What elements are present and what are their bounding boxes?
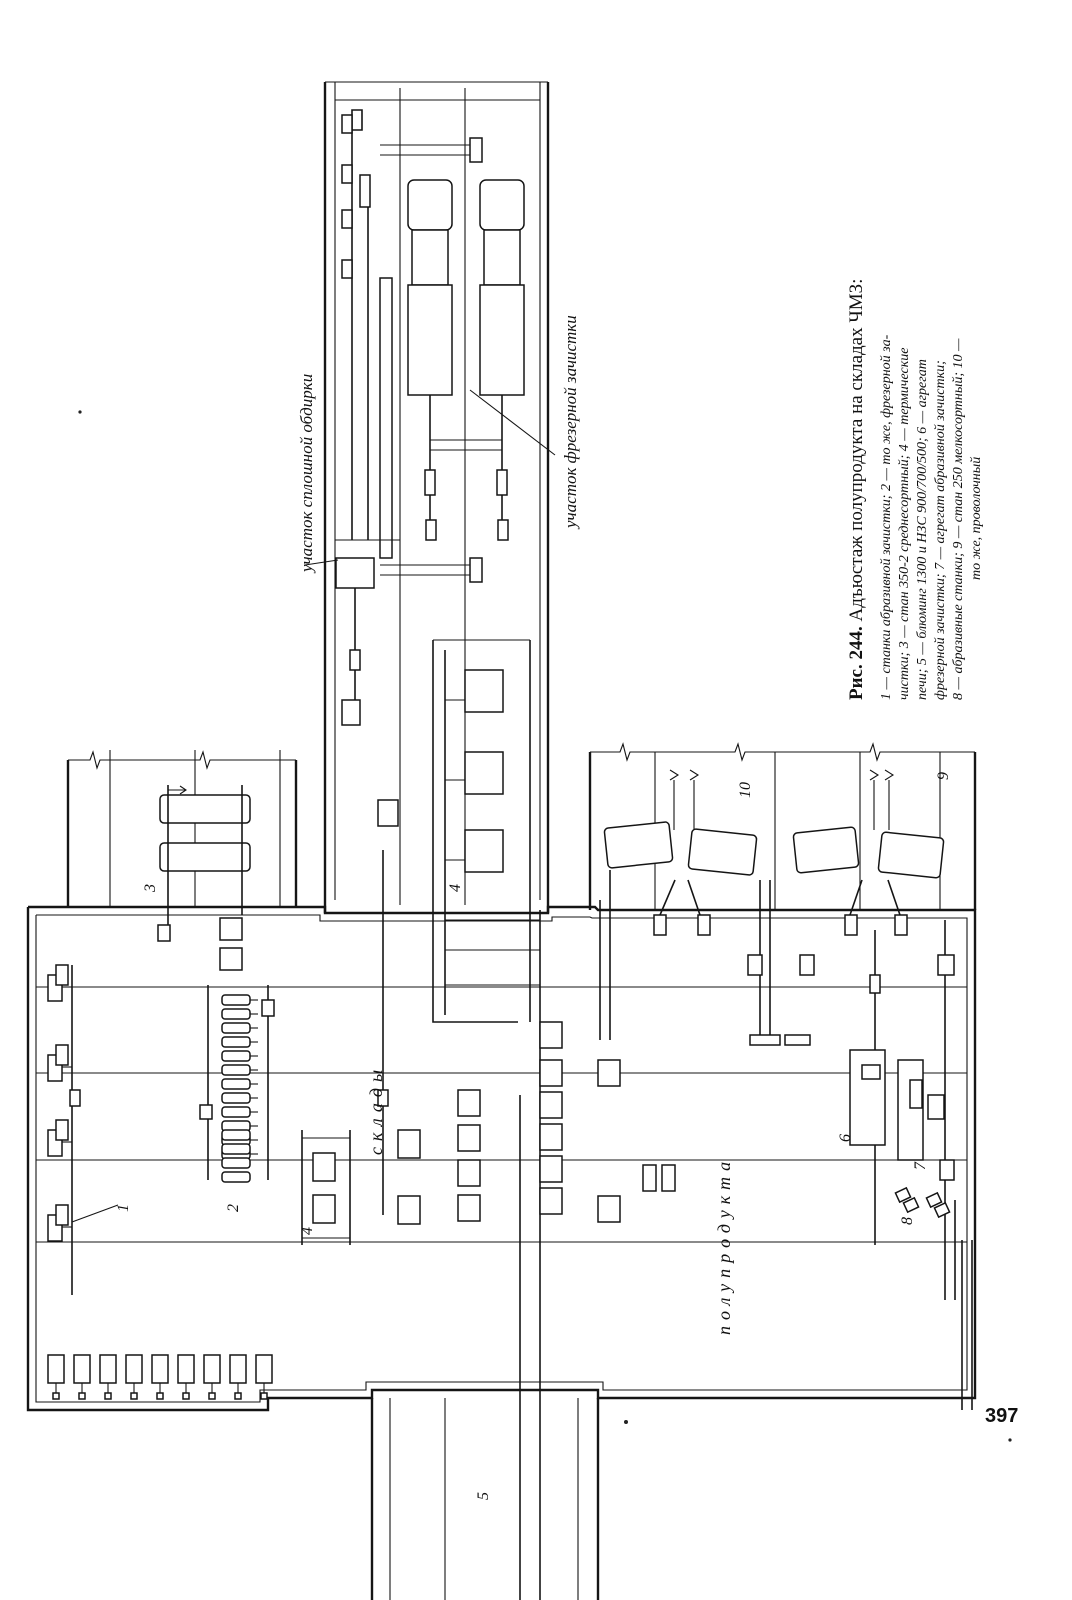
milling-machine [221, 1171, 251, 1183]
milling-machine [221, 1064, 258, 1076]
abrasive-station [151, 1354, 169, 1400]
milling-machine [221, 1078, 258, 1090]
abrasive-machine [47, 964, 72, 1002]
furnaces-4-left [301, 1130, 351, 1245]
label-number-3: 3 [142, 884, 159, 893]
caption-line-2: чистки; 3 — стан 350-2 среднесортный; 4 … [897, 348, 912, 700]
furnaces-4-upper [432, 639, 540, 1023]
leader-line-1 [71, 1204, 119, 1223]
caption-line-1: 1 — станки абразивной зачистки; 2 — то ж… [879, 334, 894, 700]
milling-machines-2 [199, 985, 275, 1183]
upper-bay [323, 81, 550, 913]
leader-line-stripping [304, 559, 339, 566]
label-number-4-upper: 4 [447, 884, 464, 892]
caption-line-3: печи; 5 — блюминг 1300 и НЗС 900/700/500… [915, 359, 930, 700]
scan-speck [624, 1420, 628, 1424]
milling-machine [221, 1092, 258, 1104]
label-number-1: 1 [115, 1204, 132, 1212]
label-milling-area: участок фрезерной зачистки [561, 315, 580, 530]
label-continuous-stripping-area: участок сплошной обдирки [297, 374, 316, 574]
scan-speck [78, 410, 82, 414]
label-number-2: 2 [225, 1204, 242, 1212]
label-number-9: 9 [935, 772, 952, 780]
scan-speck [1008, 1438, 1012, 1442]
abrasive-machine [47, 1204, 72, 1242]
abrasive-station [229, 1354, 247, 1400]
page-number: 397 [985, 1405, 1018, 1427]
warehouse-hall [26, 905, 977, 1412]
abrasive-machine [47, 1119, 72, 1157]
milling-machine [221, 1157, 251, 1169]
milling-machine [221, 1022, 258, 1034]
milling-machine [221, 1143, 251, 1155]
abrasive-station [203, 1354, 221, 1400]
milling-machine [221, 1129, 251, 1141]
abrasive-station [47, 1354, 65, 1400]
abrasive-station [255, 1354, 273, 1400]
caption-line-6: то же, проволочный [969, 457, 984, 580]
transfer-tables-center [377, 799, 676, 1225]
caption-line-5: 8 — абразивные станки; 9 — стан 250 мелк… [951, 338, 966, 700]
mill-3-equipment [157, 785, 251, 971]
milling-machine [221, 1106, 258, 1118]
milling-machine [221, 1050, 258, 1062]
caption-title: Рис. 244. Адъюстаж полупродукта на склад… [846, 279, 867, 700]
label-number-4-left: 4 [299, 1227, 316, 1235]
abrasive-station [125, 1354, 143, 1400]
milling-machine [221, 1008, 258, 1020]
mills-9-10-equipment [599, 769, 945, 1046]
milling-area [407, 179, 556, 541]
milling-machine [221, 1036, 258, 1048]
abrasive-machine [47, 1044, 72, 1082]
label-number-10: 10 [737, 782, 754, 798]
label-number-6: 6 [837, 1134, 854, 1142]
abrasive-station [99, 1354, 117, 1400]
abrasive-station [177, 1354, 195, 1400]
figure-caption: Рис. 244. Адъюстаж полупродукта на склад… [846, 279, 984, 700]
units-6-7-8 [849, 920, 973, 1410]
mill-3-bay [66, 750, 298, 907]
milling-machine [221, 994, 258, 1006]
continuous-stripping-area [335, 109, 483, 726]
label-semi-product: полупродукта [714, 1156, 734, 1335]
label-number-7: 7 [912, 1161, 929, 1170]
abrasive-machines-1 [47, 964, 273, 1400]
label-number-5: 5 [475, 1492, 492, 1500]
label-number-8: 8 [899, 1217, 916, 1225]
label-warehouse: склады [366, 1064, 386, 1155]
caption-line-4: фрезерной зачистки; 7 — агрегат абразивн… [933, 360, 948, 700]
abrasive-station [73, 1354, 91, 1400]
